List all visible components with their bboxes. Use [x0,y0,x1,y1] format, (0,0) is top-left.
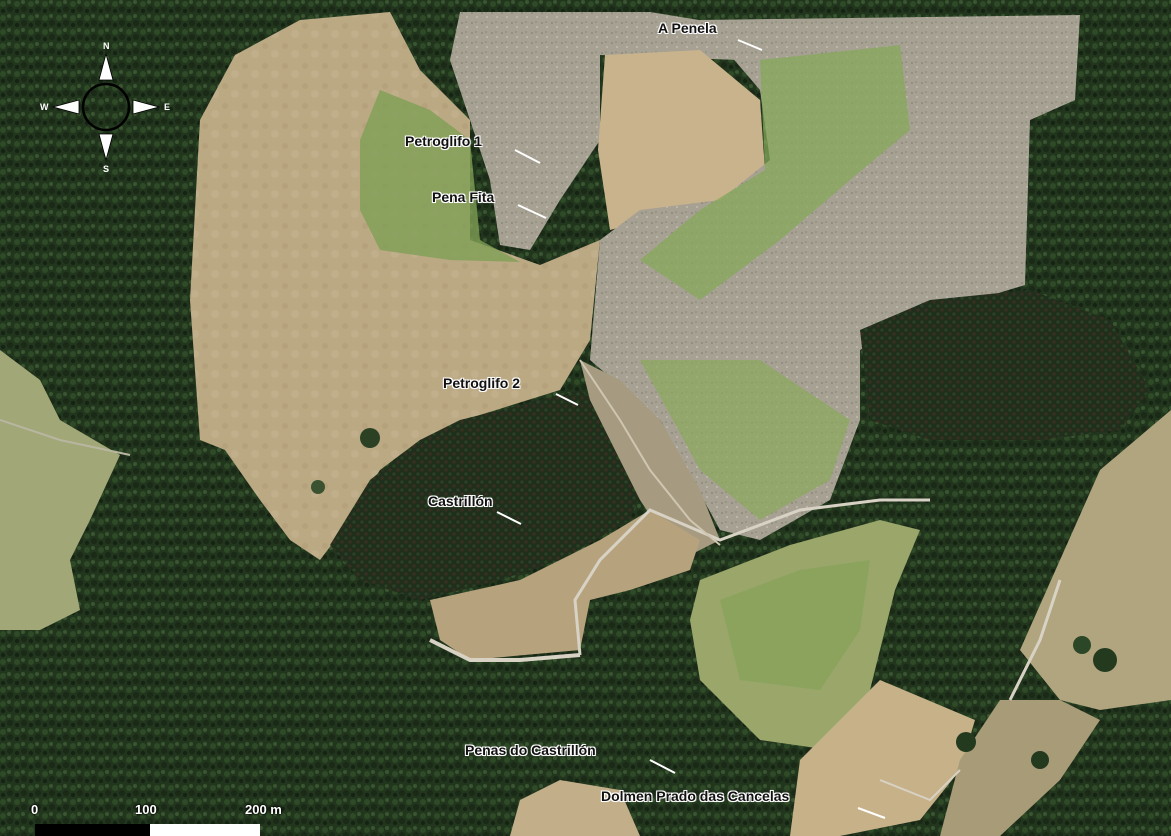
compass-letter-east: E [164,102,171,112]
field-left-meadow [190,12,600,560]
label-petroglifo-2: Petroglifo 2 [443,375,521,391]
track-4 [1008,579,1062,701]
clearing-green-1 [640,45,910,300]
leader-petroglifo-2 [555,393,579,406]
corridor [580,360,720,560]
field-lower-right-green [720,560,870,690]
label-petroglifo-1: Petroglifo 1 [405,133,483,149]
field-bottom-left [510,780,640,836]
leader-penas-do-castrillon [649,759,676,774]
field-top-center [598,50,765,230]
compass-letter-north: N [103,41,110,51]
track-2 [573,498,930,656]
track-1 [429,638,581,662]
track-5 [879,769,961,802]
tree [1093,648,1117,672]
label-a-penela: A Penela [658,20,717,36]
tree [311,480,325,494]
leader-petroglifo-1 [514,149,541,164]
tree [360,428,380,448]
tree [1031,751,1049,769]
compass-rose [51,52,161,162]
tree [1073,636,1091,654]
field-bottom-right [790,680,975,836]
compass-ring [81,82,131,132]
scale-label-0: 0 [31,802,39,817]
clearing-green-2 [640,360,850,520]
scale-bar [35,824,260,836]
scale-segment-white [150,824,260,836]
scale-segment-black [35,824,150,836]
field-far-right-bottom [940,700,1100,836]
scale-label-100: 100 [135,802,157,817]
label-castrillon: Castrillón [428,493,493,509]
compass-arrow-east [132,99,161,115]
field-far-right [1020,410,1171,710]
scale-label-200m: 200 m [245,802,282,817]
leader-a-penela [737,39,763,51]
compass-arrow-north [98,52,114,81]
compass-arrow-west [51,99,80,115]
field-left-edge [0,350,120,630]
tree [956,732,976,752]
field-lower-middle [430,510,700,660]
leader-pena-fita [517,204,547,219]
compass-arrow-south [98,133,114,162]
track-3 [579,359,721,546]
label-dolmen-prado-das-cancelas: Dolmen Prado das Cancelas [601,788,790,804]
compass-letter-west: W [40,102,49,112]
leader-castrillon [496,511,522,525]
clearing-top [450,12,760,250]
compass-letter-south: S [103,164,110,174]
label-pena-fita: Pena Fita [432,189,495,205]
pine-plantation [860,290,1150,440]
leader-dolmen-prado-das-cancelas [857,807,886,819]
label-penas-do-castrillon: Penas do Castrillón [465,742,596,758]
track-6 [0,419,131,456]
field-green-patch [360,90,520,262]
castrillon-forest [330,390,645,600]
